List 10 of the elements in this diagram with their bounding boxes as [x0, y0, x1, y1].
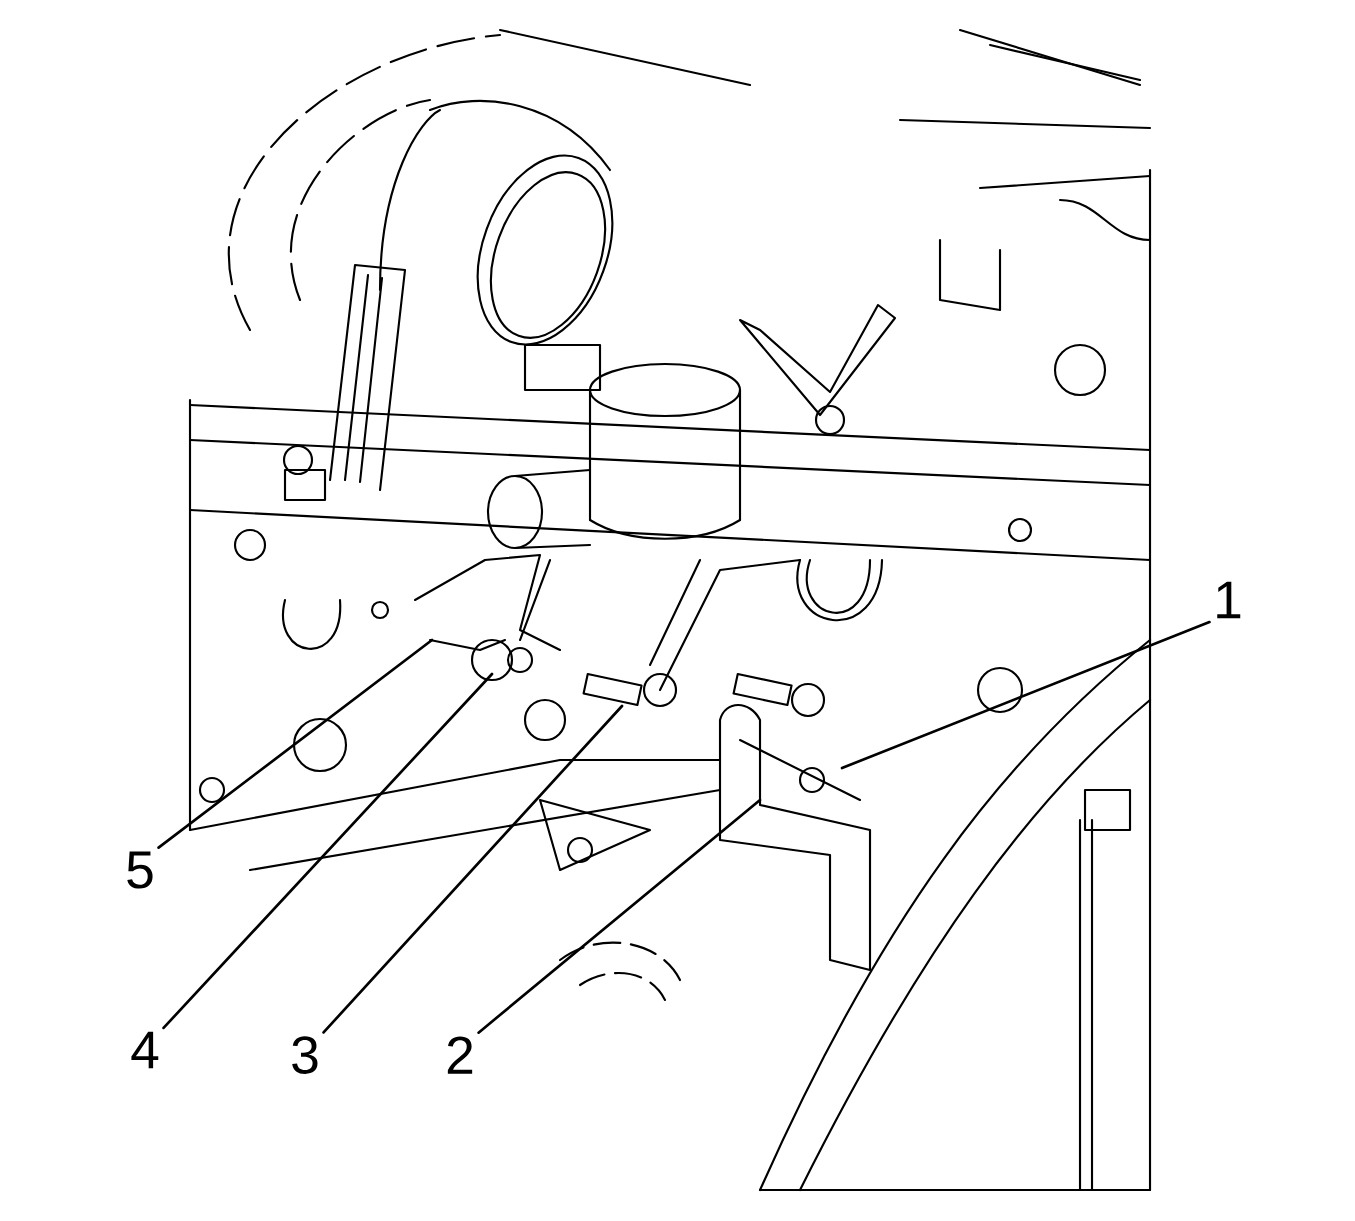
callout-number: 1: [1217, 581, 1241, 619]
leader-line: [477, 798, 762, 1034]
leader-line: [157, 638, 434, 849]
leader-line: [322, 704, 624, 1034]
leader-line: [840, 620, 1211, 770]
callout-number: 4: [131, 1031, 159, 1069]
callout-number: 5: [127, 851, 153, 889]
callout-number: 2: [447, 1036, 473, 1074]
leader-line: [162, 672, 494, 1030]
callout-number: 3: [292, 1036, 318, 1074]
